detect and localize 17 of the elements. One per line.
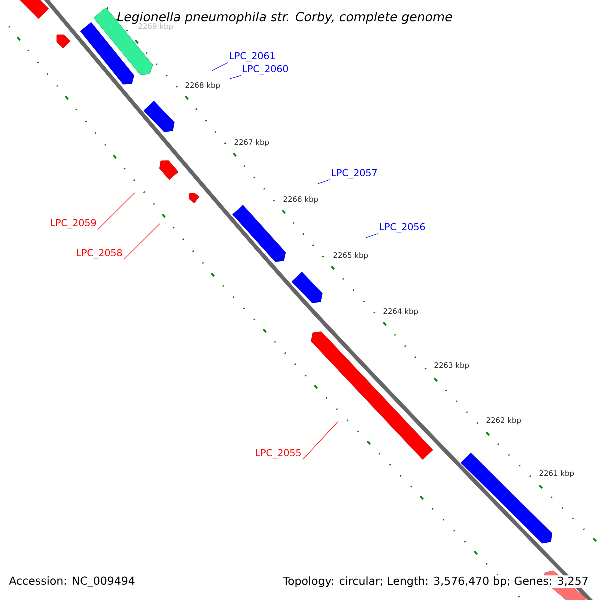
gene-label: LPC_2055: [256, 449, 301, 459]
leader-line: [318, 180, 330, 184]
footer-text: Topology: circular; Length: 3,576,470 bp; Genes: 3,257: [282, 576, 590, 588]
gene-label: LPC_2056: [380, 223, 426, 233]
gene-label: LPC_2058: [77, 249, 122, 259]
gene-label: LPC_2059: [51, 219, 96, 229]
gene-label: LPC_2060: [243, 65, 288, 75]
leader-line: [302, 422, 338, 460]
title: Legionella pneumophila str. Corby, complete genome: [118, 12, 452, 24]
leader-line: [212, 62, 228, 72]
leader-line: [124, 224, 160, 260]
gene-label: LPC_2061: [230, 52, 275, 62]
footer-text: Accession: NC_009494: [9, 576, 135, 588]
gene-label: LPC_2057: [332, 169, 377, 179]
leader-line: [98, 192, 136, 230]
leader-line: [230, 76, 242, 80]
leader-line: [366, 234, 378, 238]
